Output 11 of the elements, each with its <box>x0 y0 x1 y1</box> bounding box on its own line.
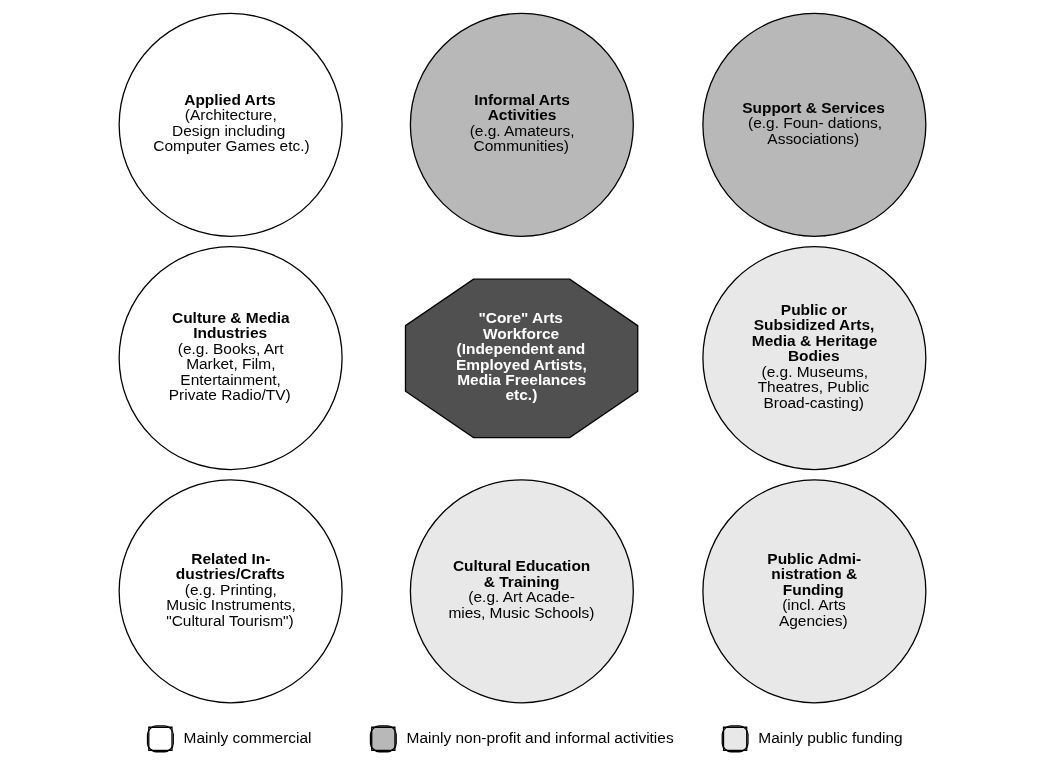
node-circle: Culture & Media Industries (e.g. Books, Art Market, Film, Entertainment, Private Radio/TV) <box>118 245 343 471</box>
node-circle: Cultural Education & Training (e.g. Art Acade- mies, Music Schools) <box>409 479 634 704</box>
node-circle: Support & Services (e.g. Foun- dations, Associations) <box>702 12 927 237</box>
node-circle: Public Admi- nistration & Funding (incl. Arts Agencies) <box>702 479 927 704</box>
node-circle: Public or Subsidized Arts, Media & Heritage Bodies (e.g. Museums, Theatres, Public Broad-casting) <box>702 245 927 471</box>
node-circle: Informal Arts Activities (e.g. Amateurs, Communities) <box>409 12 634 237</box>
legend-label: Mainly commercial <box>183 728 312 746</box>
node-circle: Related In- dustries/Crafts (e.g. Printing, Music Instruments, "Cultural Tourism") <box>118 479 343 704</box>
node-circle: Applied Arts (Architecture, Design including Computer Games etc.) <box>118 12 343 237</box>
legend-label: Mainly non-profit and informal activities <box>406 728 674 746</box>
legend-label: Mainly public funding <box>758 728 903 746</box>
